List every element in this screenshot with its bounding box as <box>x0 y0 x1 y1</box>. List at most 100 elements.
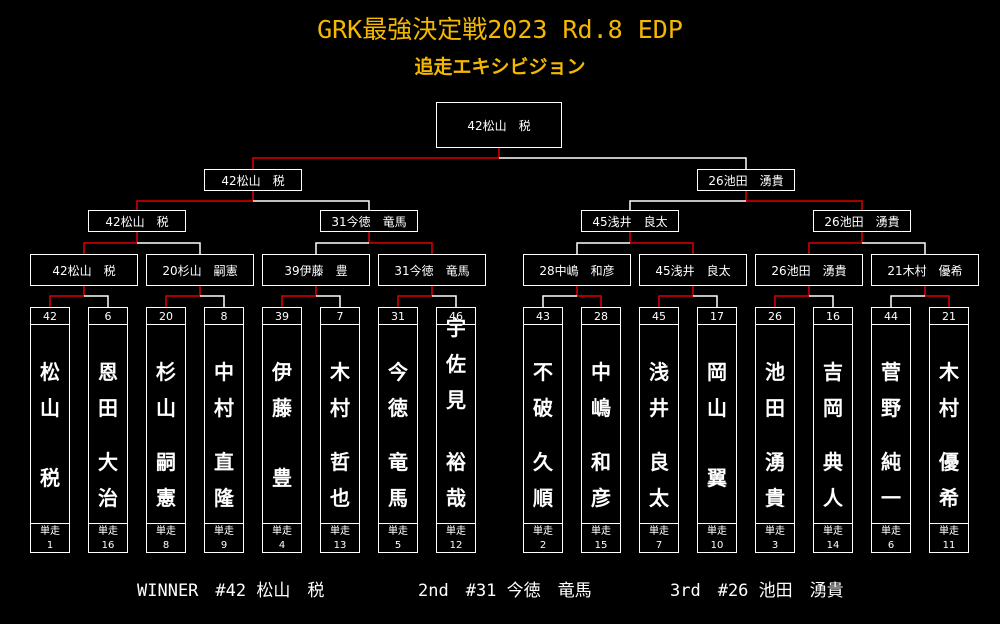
round16-box: 39伊藤 豊 <box>262 254 370 286</box>
name-character: 吉 <box>823 360 843 384</box>
qualifying-label: 単走 <box>591 526 611 537</box>
qualifying-position: 2 <box>539 540 547 551</box>
name-character: 徳 <box>388 396 408 420</box>
round16-box: 21木村 優希 <box>871 254 979 286</box>
name-character: 今 <box>388 360 408 384</box>
driver-name: 吉岡典人 <box>813 324 853 524</box>
name-character: 不 <box>533 360 553 384</box>
driver-name: 池田湧貴 <box>755 324 795 524</box>
car-number: 6 <box>88 307 128 325</box>
qualifying-position: 13 <box>333 540 347 551</box>
driver-name: 菅野純一 <box>871 324 911 524</box>
round16-box: 20杉山 嗣憲 <box>146 254 254 286</box>
qualifying-rank: 単走 16 <box>88 523 128 553</box>
name-character: 太 <box>649 486 669 510</box>
name-character: 也 <box>330 486 350 510</box>
name-character: 豊 <box>272 466 292 490</box>
qualifying-position: 5 <box>394 540 402 551</box>
car-number: 45 <box>639 307 679 325</box>
name-character: 中 <box>214 360 234 384</box>
driver-name: 松山税 <box>30 324 70 524</box>
bracket-line <box>862 242 926 254</box>
name-character: 治 <box>98 486 118 510</box>
round16-box: 31今徳 竜馬 <box>378 254 486 286</box>
qualifying-position: 10 <box>710 540 724 551</box>
round16-box: 28中嶋 和彦 <box>523 254 631 286</box>
quarterfinal-box: 31今徳 竜馬 <box>320 210 418 232</box>
quarterfinal-box: 45浅井 良太 <box>581 210 679 232</box>
name-character: 税 <box>40 466 60 490</box>
name-character: 破 <box>533 396 553 420</box>
driver-name: 不破久順 <box>523 324 563 524</box>
qualifying-label: 単走 <box>765 526 785 537</box>
qualifying-position: 1 <box>46 540 54 551</box>
driver-name: 伊藤豊 <box>262 324 302 524</box>
name-character: 典 <box>823 450 843 474</box>
qualifying-position: 4 <box>278 540 286 551</box>
name-character: 順 <box>533 486 553 510</box>
qualifying-label: 単走 <box>98 526 118 537</box>
winner-path-line <box>165 295 200 307</box>
qualifying-label: 単走 <box>533 526 553 537</box>
qualifying-label: 単走 <box>272 526 292 537</box>
final-winner-box: 42松山 税 <box>436 102 562 148</box>
winner-result: WINNER #42 松山 税 <box>137 581 325 601</box>
winner-path-line <box>49 295 84 307</box>
winner-path-line <box>369 242 433 254</box>
qualifying-label: 単走 <box>446 526 466 537</box>
bracket-line <box>432 295 457 307</box>
round16-box: 42松山 税 <box>30 254 138 286</box>
car-number: 39 <box>262 307 302 325</box>
qualifying-position: 11 <box>942 540 956 551</box>
bracket-line <box>576 242 630 254</box>
driver-name: 木村哲也 <box>320 324 360 524</box>
bracket-line <box>629 200 746 210</box>
name-character: 村 <box>214 396 234 420</box>
qualifying-position: 14 <box>826 540 840 551</box>
car-number: 20 <box>146 307 186 325</box>
name-character: 湧 <box>765 450 785 474</box>
name-character: 村 <box>330 396 350 420</box>
name-character: 竜 <box>388 450 408 474</box>
qualifying-label: 単走 <box>649 526 669 537</box>
driver-name: 杉山嗣憲 <box>146 324 186 524</box>
name-character: 裕 <box>446 450 466 474</box>
name-character: 山 <box>40 396 60 420</box>
name-character: 野 <box>881 396 901 420</box>
name-character: 岡 <box>707 360 727 384</box>
name-character: 恩 <box>98 360 118 384</box>
name-character: 和 <box>591 450 611 474</box>
winner-path-line <box>281 295 316 307</box>
driver-name: 中村直隆 <box>204 324 244 524</box>
round16-box: 45浅井 良太 <box>639 254 747 286</box>
driver-name: 浅井良太 <box>639 324 679 524</box>
qualifying-position: 16 <box>101 540 115 551</box>
bracket-line <box>315 242 369 254</box>
name-character: 浅 <box>649 360 669 384</box>
winner-path-line <box>658 295 693 307</box>
car-number: 8 <box>204 307 244 325</box>
qualifying-label: 単走 <box>388 526 408 537</box>
car-number: 17 <box>697 307 737 325</box>
name-character: 田 <box>98 396 118 420</box>
winner-path-line <box>397 295 432 307</box>
name-character: 村 <box>939 396 959 420</box>
name-character: 池 <box>765 360 785 384</box>
